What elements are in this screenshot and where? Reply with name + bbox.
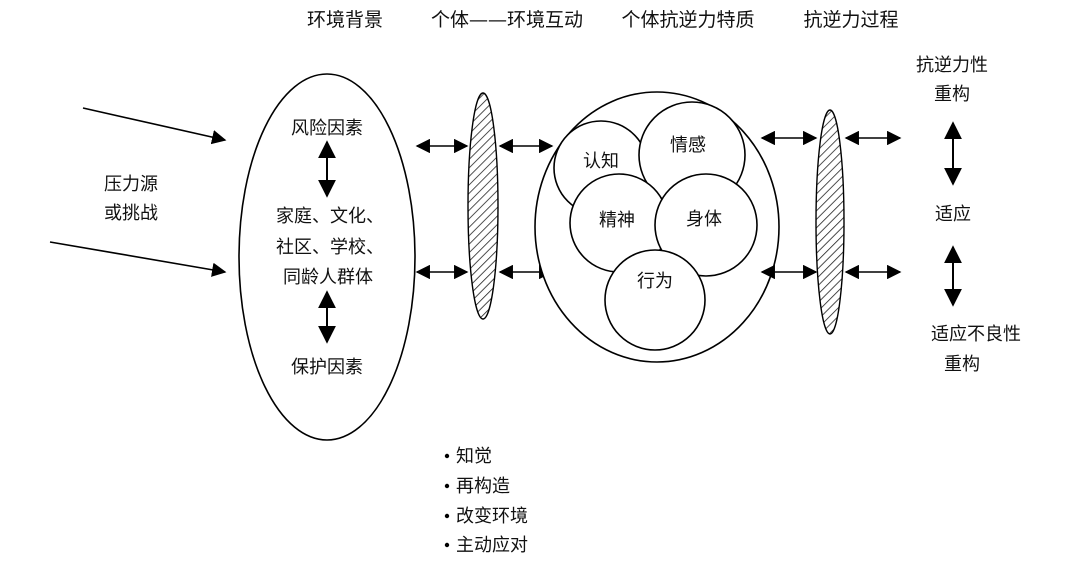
header-interaction: 个体——环境互动 <box>431 9 583 31</box>
bullet-dot <box>444 483 450 489</box>
outcome-maladapt-line2: 重构 <box>944 354 980 375</box>
trait-label-cognition: 认知 <box>583 151 619 172</box>
bullet-dot <box>444 453 450 459</box>
header-environment: 环境背景 <box>307 9 383 31</box>
trait-label-emotion: 情感 <box>670 135 706 156</box>
context-line3: 同龄人群体 <box>283 267 373 288</box>
interaction-lens-right <box>815 109 845 335</box>
header-traits: 个体抗逆力特质 <box>621 9 754 31</box>
trait-label-spirit: 精神 <box>599 210 635 231</box>
stressor-label-line1: 压力源 <box>104 174 158 195</box>
trait-circle-body <box>654 173 758 277</box>
bullet-item: 知觉 <box>456 446 492 467</box>
context-line1: 家庭、文化、 <box>276 206 384 227</box>
environment-ellipse <box>238 73 416 441</box>
stressor-arrow-top <box>82 107 227 145</box>
protective-factors-label: 保护因素 <box>291 357 363 378</box>
stressor-label-line2: 或挑战 <box>104 203 158 224</box>
context-line2: 社区、学校、 <box>276 237 384 258</box>
stressor-arrow-bottom <box>49 241 227 277</box>
header-process: 抗逆力过程 <box>803 9 898 31</box>
risk-factors-label: 风险因素 <box>291 118 363 139</box>
bullet-item: 主动应对 <box>456 535 528 556</box>
trait-circle-behavior <box>604 249 706 351</box>
bullet-dot <box>444 542 450 548</box>
trait-label-behavior: 行为 <box>637 271 673 292</box>
trait-label-body: 身体 <box>686 209 722 230</box>
bullet-item: 再构造 <box>456 476 510 497</box>
coping-bullet-list: 知觉 再构造 改变环境 主动应对 <box>444 446 528 556</box>
outcome-maladapt-line1: 适应不良性 <box>931 324 1021 345</box>
bullet-item: 改变环境 <box>456 506 528 527</box>
outcome-resilient-line2: 重构 <box>934 84 970 105</box>
bullet-dot <box>444 513 450 519</box>
interaction-lens-left <box>467 92 499 320</box>
outcome-resilient-line1: 抗逆力性 <box>916 55 988 76</box>
outcome-adapt: 适应 <box>935 204 971 225</box>
